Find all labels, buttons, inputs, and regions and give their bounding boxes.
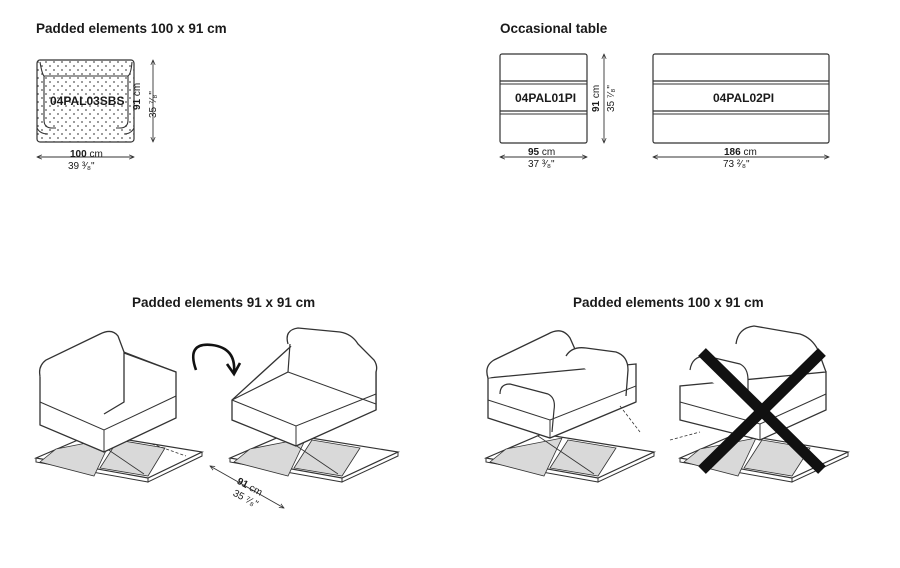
rotate-arrow-icon <box>191 343 236 373</box>
small-depth-value: 91 <box>591 100 602 112</box>
product-code-04PAL02PI: 04PAL02PI <box>713 91 775 105</box>
section-title-padded-91x91: Padded elements 91 x 91 cm <box>132 295 316 310</box>
large-width-label-cm: 186 cm <box>724 147 757 158</box>
small-depth-label-cm: 91 cm <box>591 85 602 112</box>
padded-element-left-b <box>231 327 378 447</box>
depth-value: 91 <box>132 98 143 110</box>
small-depth-unit: cm <box>591 84 602 99</box>
table-board-left-b <box>227 433 401 483</box>
table-board-right-a <box>483 433 657 483</box>
width-unit: cm <box>89 149 103 160</box>
width-label-cm: 100 cm <box>70 149 103 160</box>
small-width-label-cm: 95 cm <box>528 147 555 158</box>
diagonal-dimension-line <box>210 466 284 508</box>
armchair-allowed <box>486 330 641 439</box>
product-code-04PAL03SBS: 04PAL03SBS <box>50 94 125 108</box>
padded-element-plan <box>36 59 135 143</box>
rotate-arrowhead-icon <box>225 362 242 377</box>
section-title-padded-100x91-bottom: Padded elements 100 x 91 cm <box>573 295 764 310</box>
width-value: 100 <box>70 149 87 160</box>
section-title-padded-100x91-top: Padded elements 100 x 91 cm <box>36 21 227 36</box>
not-allowed-cross-icon <box>698 348 826 474</box>
large-width-unit: cm <box>743 147 757 158</box>
product-code-04PAL01PI: 04PAL01PI <box>515 91 577 105</box>
depth-label-in: 35 ⁷⁄₈" <box>148 91 159 118</box>
small-depth-label-in: 35 ⁷⁄₈" <box>606 85 617 112</box>
small-width-value: 95 <box>528 147 540 158</box>
depth-label-cm: 91 cm <box>132 83 143 110</box>
depth-unit: cm <box>132 82 143 97</box>
small-width-label-in: 37 ³⁄₈" <box>528 159 555 170</box>
occasional-table-small-plan <box>499 53 588 144</box>
padded-element-left-a <box>38 330 177 453</box>
large-width-label-in: 73 ²⁄₈" <box>723 159 750 170</box>
occasional-table-large-plan <box>652 53 830 144</box>
section-title-occasional-table: Occasional table <box>500 21 608 36</box>
small-width-unit: cm <box>541 147 556 158</box>
large-width-value: 186 <box>724 147 741 158</box>
width-label-in: 39 ³⁄₈" <box>68 161 95 172</box>
